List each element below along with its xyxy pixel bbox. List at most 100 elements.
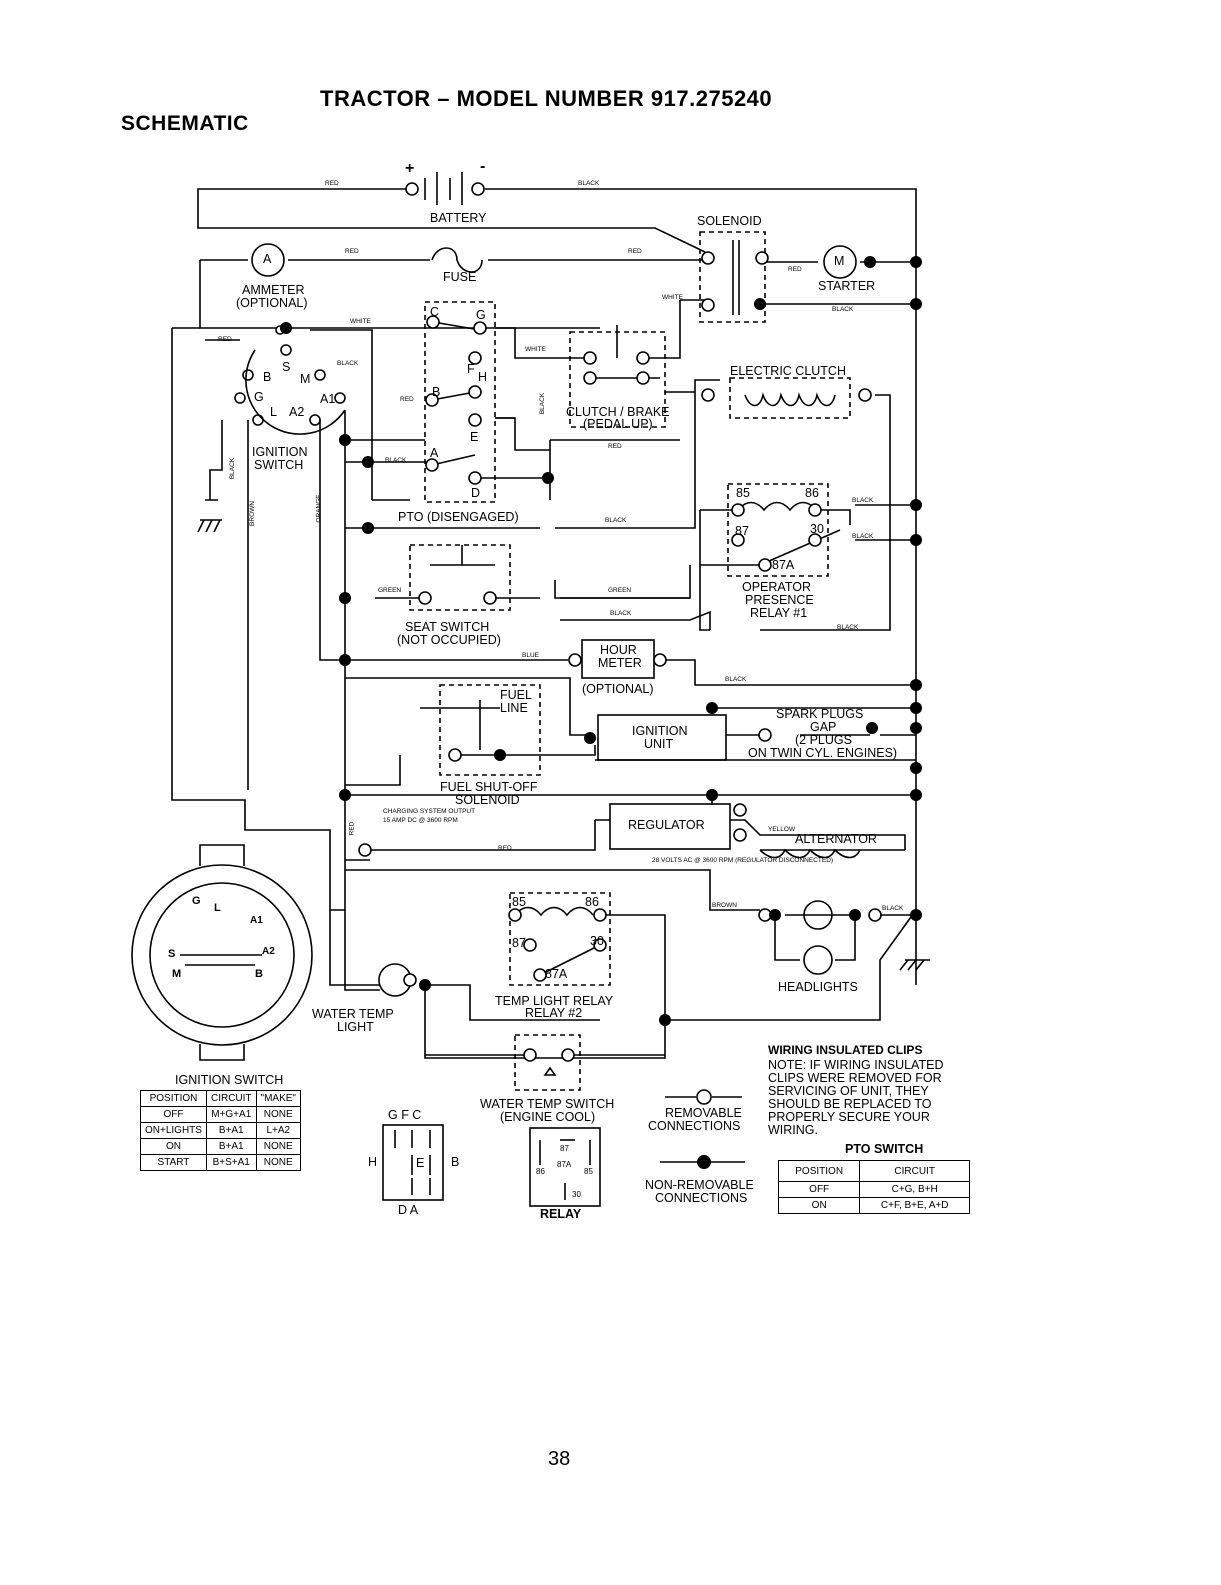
- ignition-switch-body: [245, 349, 346, 435]
- note-line: NOTE: IF WIRING INSULATED: [768, 1058, 944, 1072]
- starter-label: STARTER: [818, 279, 876, 293]
- solenoid-label: SOLENOID: [697, 214, 762, 228]
- ammeter-symbol-label: A: [263, 252, 272, 266]
- wire-label-orange: ORANGE: [315, 494, 323, 523]
- water-temp-light-label-2: LIGHT: [337, 1020, 374, 1034]
- section-title: SCHEMATIC: [121, 112, 249, 135]
- wire-label-yellow: YELLOW: [768, 826, 796, 833]
- pto-connector-left: H: [368, 1155, 378, 1169]
- term-A2: A2: [289, 405, 305, 419]
- table-row: ON B+A1 NONE: [140, 1138, 301, 1155]
- wire-label-black: BLACK: [882, 905, 904, 912]
- relay-30: 30: [572, 1190, 581, 1199]
- alternator-label: ALTERNATOR: [795, 832, 877, 846]
- pto-term-B: B: [432, 385, 441, 399]
- face-L: L: [214, 902, 221, 914]
- water-switch-label-1: WATER TEMP SWITCH: [480, 1097, 615, 1111]
- table-cell: OFF: [140, 1106, 207, 1123]
- pto-term-H: H: [478, 370, 488, 384]
- page-title: TRACTOR – MODEL NUMBER 917.275240: [320, 86, 773, 111]
- water-temp-light-label-1: WATER TEMP: [312, 1007, 394, 1021]
- solenoid-box: [699, 231, 766, 323]
- wire-battery-red: [197, 188, 706, 253]
- relay2-86: 86: [585, 895, 599, 909]
- relay2-87: 87: [512, 936, 526, 950]
- spark-label-1: SPARK PLUGS: [776, 707, 864, 721]
- removable-label-1: REMOVABLE: [665, 1106, 742, 1120]
- wire-label-white: WHITE: [525, 346, 546, 353]
- nonremovable-label-1: NON-REMOVABLE: [645, 1178, 754, 1192]
- ignition-switch-face: [131, 864, 313, 1046]
- note-line: WIRING.: [768, 1123, 818, 1137]
- table-row: ON C+F, B+E, A+D: [777, 1197, 970, 1214]
- wire-label-brown: BROWN: [712, 902, 737, 909]
- table-header-row: POSITION CIRCUIT: [777, 1160, 970, 1182]
- water-switch-box: [514, 1034, 581, 1091]
- ammeter-optional: (OPTIONAL): [236, 296, 308, 310]
- term-M: M: [300, 372, 311, 386]
- wire-label-black: BLACK: [852, 533, 874, 540]
- relay-87A: 87A: [557, 1160, 572, 1169]
- wire-label-black: BLACK: [837, 624, 859, 631]
- table-cell: OFF: [777, 1181, 861, 1198]
- wire-label-green: GREEN: [608, 587, 632, 594]
- wire-label-black: BLACK: [605, 517, 627, 524]
- ammeter-symbol: [251, 243, 285, 277]
- spark-label-2: GAP: [810, 720, 837, 734]
- wire-label-red: RED: [348, 821, 356, 836]
- fuel-solenoid-box: [439, 684, 541, 776]
- relay2-30: 30: [590, 934, 604, 948]
- fuel-line-label-1: FUEL: [500, 688, 532, 702]
- relay-87: 87: [560, 1144, 569, 1153]
- pto-switch-table: POSITION CIRCUIT OFF C+G, B+H ON C+F, B+…: [777, 1160, 970, 1214]
- fuse-symbol: [431, 247, 483, 273]
- fuel-solenoid-label-2: SOLENOID: [455, 793, 520, 807]
- page-number: 38: [548, 1448, 571, 1470]
- nonremovable-label-2: CONNECTIONS: [655, 1191, 748, 1205]
- hour-meter-label-2: METER: [598, 656, 642, 670]
- table-cell: NONE: [255, 1154, 301, 1171]
- table-cell: ON: [140, 1138, 207, 1155]
- ignition-switch-label-1: IGNITION: [252, 445, 308, 459]
- operator-relay-box: [727, 483, 829, 577]
- wire-label-red: RED: [628, 248, 642, 255]
- col-header: CIRCUIT: [859, 1160, 970, 1182]
- col-header: POSITION: [140, 1090, 207, 1107]
- wire-label-black: BLACK: [832, 306, 854, 313]
- wire-label-black: BLACK: [337, 360, 359, 367]
- face-A1: A1: [250, 915, 263, 926]
- spark-label-4: ON TWIN CYL. ENGINES): [748, 746, 898, 760]
- table-row: ON+LIGHTS B+A1 L+A2: [140, 1122, 301, 1139]
- relay-label: RELAY: [540, 1207, 582, 1221]
- table-row: OFF M+G+A1 NONE: [140, 1106, 301, 1123]
- note-line: PROPERLY SECURE YOUR: [768, 1110, 930, 1124]
- fuse-label: FUSE: [443, 270, 477, 284]
- wire-label-red: RED: [498, 845, 512, 852]
- face-B: B: [255, 968, 263, 980]
- wire-label-blue: BLUE: [522, 652, 539, 659]
- wire-label-red: RED: [608, 443, 622, 450]
- term-G: G: [254, 390, 264, 404]
- relay2-85: 85: [512, 895, 526, 909]
- face-A2: A2: [262, 946, 275, 957]
- col-header: CIRCUIT: [205, 1090, 257, 1107]
- table-cell: B+A1: [205, 1122, 257, 1139]
- table-cell: NONE: [255, 1138, 301, 1155]
- pto-term-G: G: [476, 308, 486, 322]
- pto-term-D: D: [471, 486, 481, 500]
- clutch-coil: [744, 392, 836, 407]
- headlights-label: HEADLIGHTS: [778, 980, 858, 994]
- relay1-87: 87: [735, 524, 749, 538]
- wire-label-black: BLACK: [578, 180, 600, 187]
- fuel-line-label-2: LINE: [500, 701, 528, 715]
- table-cell: B+A1: [205, 1138, 257, 1155]
- fuel-solenoid-label-1: FUEL SHUT-OFF: [440, 780, 538, 794]
- ignition-unit-label-2: UNIT: [644, 737, 674, 751]
- table-cell: L+A2: [255, 1122, 301, 1139]
- wire-label-white: WHITE: [662, 294, 683, 301]
- relay1-87A: 87A: [772, 558, 795, 572]
- pto-term-F: F: [467, 362, 475, 376]
- wire-label-red: RED: [218, 336, 232, 343]
- face-G: G: [192, 895, 201, 907]
